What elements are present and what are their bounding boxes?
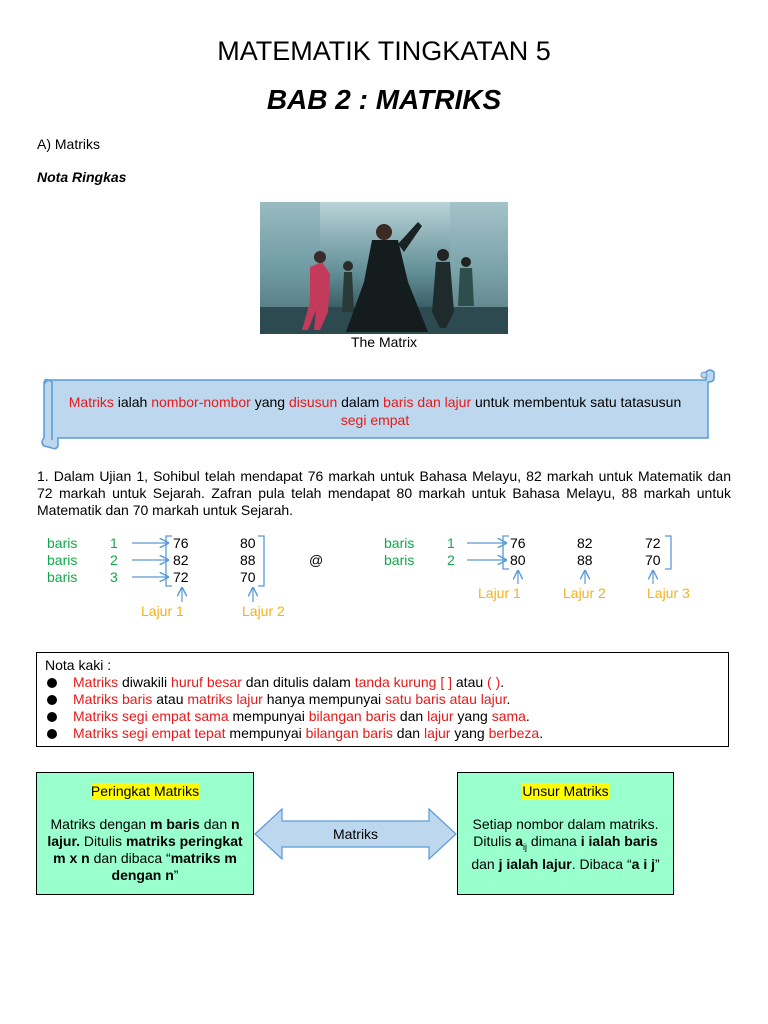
- matrix-cell: 88: [577, 552, 593, 568]
- footnote-title: Nota kaki :: [45, 657, 112, 673]
- image-caption: The Matrix: [350, 334, 418, 350]
- box-body: Matriks dengan m baris dan n lajur. Ditu…: [47, 816, 243, 883]
- row-number: 2: [447, 552, 455, 568]
- section-heading: A) Matriks: [37, 136, 100, 152]
- arrow-label: Matriks: [332, 826, 379, 842]
- column-label: Lajur 2: [242, 603, 285, 619]
- row-label: baris: [47, 552, 77, 568]
- bullet-icon: [47, 678, 57, 688]
- chapter-title: BAB 2 : MATRIKS: [266, 84, 502, 115]
- bullet-icon: [47, 712, 57, 722]
- row-label: baris: [47, 535, 77, 551]
- footnote-box: Nota kaki : Matriks diwakili huruf besar…: [36, 652, 729, 747]
- definition-scroll: [41, 369, 715, 450]
- left-bracket: [502, 535, 509, 570]
- matrix-movie-image: [260, 202, 508, 334]
- bullet-icon: [47, 695, 57, 705]
- matrix-cell: 70: [645, 552, 661, 568]
- left-bracket: [165, 535, 172, 587]
- bullet-icon: [47, 729, 57, 739]
- matrix-cell: 72: [173, 569, 189, 585]
- page-title: MATEMATIK TINGKATAN 5: [217, 36, 551, 66]
- matrix-cell: 76: [173, 535, 189, 551]
- footnote-item: Matriks segi empat sama mempunyai bilang…: [47, 708, 530, 724]
- matrix-definition: Matriks ialah nombor-nombor yang disusun…: [68, 394, 682, 428]
- row-label: baris: [47, 569, 77, 585]
- footnote-item: Matriks segi empat tepat mempunyai bilan…: [47, 725, 543, 741]
- right-bracket: [665, 535, 672, 570]
- column-label: Lajur 1: [141, 603, 184, 619]
- row-label: baris: [384, 535, 414, 551]
- column-label: Lajur 3: [647, 585, 690, 601]
- peringkat-matriks-box: Peringkat Matriks Matriks dengan m baris…: [36, 772, 254, 895]
- box-heading: Unsur Matriks: [522, 783, 609, 800]
- matrix-cell: 80: [510, 552, 526, 568]
- row-number: 2: [110, 552, 118, 568]
- right-bracket: [258, 535, 265, 587]
- row-number: 3: [110, 569, 118, 585]
- column-label: Lajur 1: [478, 585, 521, 601]
- box-body: Setiap nombor dalam matriks. Ditulis aij…: [471, 816, 660, 872]
- box-heading: Peringkat Matriks: [90, 783, 200, 800]
- matrix-cell: 82: [173, 552, 189, 568]
- matrix-cell: 82: [577, 535, 593, 551]
- row-label: baris: [384, 552, 414, 568]
- matrix-examples: baris 1 baris 2 baris 3 76 80 82 88 72 7…: [47, 535, 690, 619]
- matrix-cell: 88: [240, 552, 256, 568]
- matrix-cell: 80: [240, 535, 256, 551]
- unsur-matriks-box: Unsur Matriks Setiap nombor dalam matrik…: [457, 772, 674, 895]
- matrix-cell: 76: [510, 535, 526, 551]
- column-label: Lajur 2: [563, 585, 606, 601]
- footnote-item: Matriks baris atau matriks lajur hanya m…: [47, 691, 510, 707]
- or-symbol: @: [309, 552, 323, 568]
- row-number: 1: [447, 535, 455, 551]
- notes-heading: Nota Ringkas: [37, 169, 127, 185]
- matrix-cell: 72: [645, 535, 661, 551]
- double-arrow: [254, 807, 457, 861]
- row-number: 1: [110, 535, 118, 551]
- footnote-item: Matriks diwakili huruf besar dan ditulis…: [47, 674, 504, 690]
- matrix-cell: 70: [240, 569, 256, 585]
- question-1: 1. Dalam Ujian 1, Sohibul telah mendapat…: [37, 468, 731, 518]
